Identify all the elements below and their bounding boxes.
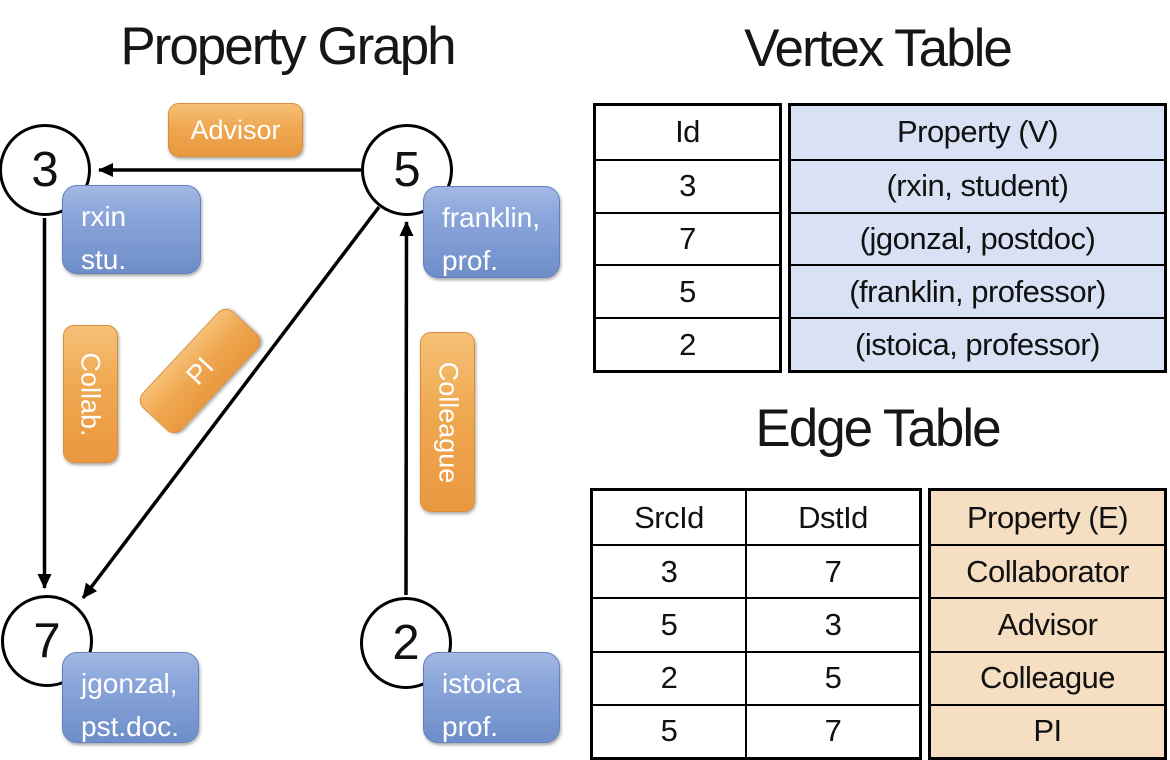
table-row: 2: [596, 317, 779, 370]
vertex-id-label: 5: [393, 143, 421, 197]
edge-dstid-cell: 7: [745, 546, 919, 598]
edge-label-text: PI: [179, 351, 220, 391]
vertex-property-box-2: istoica prof.: [423, 652, 560, 743]
vertex-property-cell: (franklin, professor): [849, 273, 1106, 309]
table-row: (istoica, professor): [791, 317, 1164, 370]
vertex-node-5: 5: [361, 124, 453, 216]
column-header-dstid: DstId: [745, 491, 919, 545]
vertex-property-box-3: rxin stu.: [62, 185, 201, 275]
column-header-property-e: Property (E): [966, 499, 1129, 535]
vertex-node-2: 2: [360, 597, 452, 689]
table-row: (franklin, professor): [791, 264, 1164, 317]
table-header-row: Property (V): [791, 106, 1164, 159]
property-line: pst.doc.: [81, 711, 180, 743]
edge-dstid-cell: 3: [745, 599, 919, 651]
edge-table-title: Edge Table: [755, 399, 1001, 458]
table-row: PI: [931, 703, 1164, 757]
edge-label-text: Advisor: [190, 114, 281, 145]
property-line: rxin: [81, 201, 127, 232]
vertex-property-cell: (rxin, student): [886, 168, 1069, 204]
edge-dstid-cell: 7: [745, 705, 919, 757]
edge-table-property-column: Property (E) Collaborator Advisor Collea…: [928, 488, 1167, 760]
table-header-row: Property (E): [931, 491, 1164, 544]
edge-srcid-cell: 3: [660, 553, 678, 589]
column-header-srcid: SrcId: [634, 499, 704, 535]
property-graph-title: Property Graph: [120, 17, 456, 76]
table-row: 3: [596, 158, 779, 212]
property-line: franklin,: [442, 202, 541, 233]
vertex-id-label: 3: [31, 143, 59, 197]
property-line: prof.: [442, 245, 499, 277]
table-row: (jgonzal, postdoc): [791, 211, 1164, 265]
vertex-id-cell: 7: [679, 220, 696, 256]
vertex-table-title: Vertex Table: [744, 19, 1013, 78]
edge-5-to-7-pi: [81, 205, 381, 600]
vertex-property-cell: (istoica, professor): [855, 326, 1100, 362]
table-row: (rxin, student): [791, 158, 1164, 212]
table-row: 5: [596, 264, 779, 317]
vertex-id-cell: 2: [679, 326, 696, 362]
graph-edges: [37, 163, 414, 600]
edge-label-text: Colleague: [433, 361, 463, 483]
vertex-property-box-7: jgonzal, pst.doc.: [62, 652, 199, 743]
edge-property-cell: PI: [1033, 713, 1062, 749]
table-row: 3 7: [593, 544, 919, 598]
property-line: istoica: [442, 668, 522, 699]
table-row: Colleague: [931, 650, 1164, 704]
edge-table-id-columns: SrcId DstId 3 7 5 3 2 5 5 7: [590, 488, 922, 760]
edge-label-text: Collab.: [76, 351, 107, 437]
edge-property-cell: Advisor: [997, 606, 1098, 642]
vertex-property-box-5: franklin, prof.: [423, 186, 560, 278]
vertex-property-cell: (jgonzal, postdoc): [859, 220, 1096, 256]
property-line: stu.: [81, 244, 127, 276]
vertex-id-cell: 3: [679, 168, 696, 204]
vertex-id-label: 7: [33, 614, 61, 668]
property-line: jgonzal,: [81, 668, 178, 699]
vertex-table-id-column: Id 3 7 5 2: [593, 103, 782, 373]
edge-label-advisor: Advisor: [168, 103, 303, 157]
vertex-id-label: 2: [392, 616, 420, 670]
edge-srcid-cell: 2: [660, 660, 678, 696]
edge-srcid-cell: 5: [660, 713, 678, 749]
table-row: 7: [596, 211, 779, 265]
edge-label-colleague: Colleague: [420, 332, 475, 512]
edge-label-collab: Collab.: [63, 325, 118, 463]
vertex-table-property-column: Property (V) (rxin, student) (jgonzal, p…: [788, 103, 1167, 373]
edge-srcid-cell: 5: [660, 606, 678, 642]
column-header-property-v: Property (V): [896, 114, 1059, 150]
property-line: prof.: [442, 711, 499, 743]
table-row: 2 5: [593, 650, 919, 704]
table-header-row: Id: [596, 106, 779, 159]
table-row: 5 7: [593, 703, 919, 757]
edge-property-cell: Colleague: [979, 660, 1116, 696]
edge-dstid-cell: 5: [745, 652, 919, 704]
table-row: Advisor: [931, 597, 1164, 650]
table-row: Collaborator: [931, 544, 1164, 597]
table-row: 5 3: [593, 597, 919, 651]
edge-property-cell: Collaborator: [966, 553, 1129, 589]
table-header-row: SrcId DstId: [593, 491, 919, 545]
column-header-id: Id: [675, 114, 700, 150]
vertex-id-cell: 5: [679, 273, 696, 309]
edge-2-to-5-colleague: [399, 221, 414, 596]
